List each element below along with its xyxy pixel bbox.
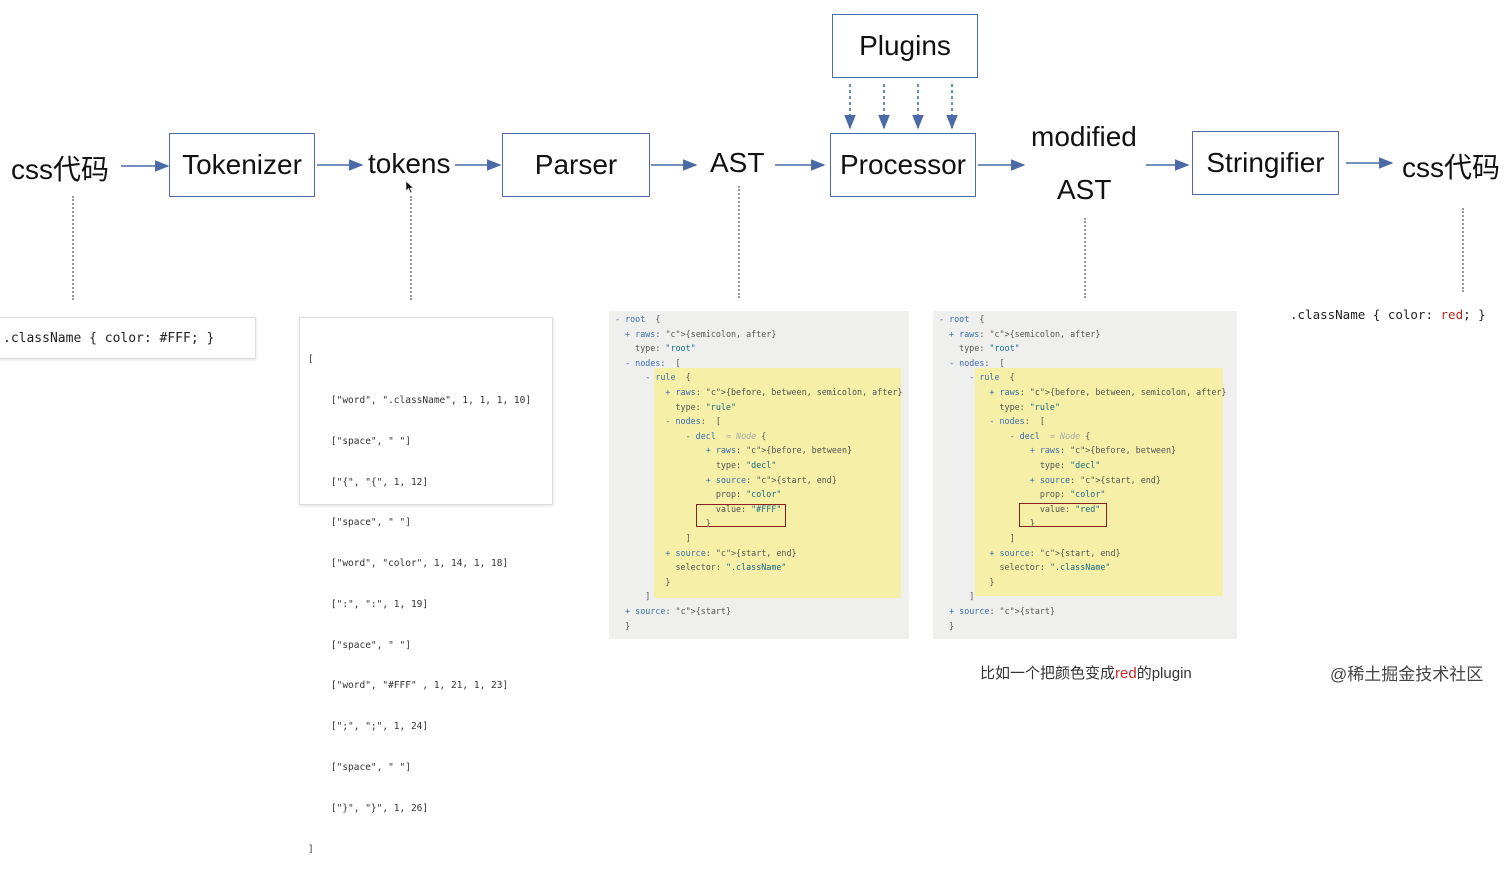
value-highlight-box xyxy=(696,504,786,527)
ast-line: - nodes: [ xyxy=(989,416,1045,427)
ast-line: type: "root" xyxy=(615,343,696,354)
caption-red: red xyxy=(1115,665,1137,682)
ast-line: prop: "color" xyxy=(615,489,782,500)
ast-line: ] xyxy=(615,591,651,602)
token-line: ["word", ".className", 1, 1, 1, 10] xyxy=(308,394,532,406)
token-line: ] xyxy=(308,843,314,855)
ast-line: type: "decl" xyxy=(939,460,1101,470)
ast-modified-panel: - root { + raws: "c">{semicolon, after} … xyxy=(933,311,1237,639)
flow-arrows xyxy=(121,84,1394,172)
plugin-caption: 比如一个把颜色变成red的plugin xyxy=(980,662,1192,683)
ast-line: - rule { xyxy=(969,372,1015,383)
ast-line: + source: "c">{start, end} xyxy=(1029,474,1161,485)
ast-line: + raws: "c">{before, between, semicolon,… xyxy=(665,387,903,397)
ast-line: - nodes: [ xyxy=(949,357,1005,368)
output-code: .className { color: red; } xyxy=(1290,307,1486,322)
value-highlight-box xyxy=(1019,503,1107,527)
ast-rule-highlight xyxy=(975,368,1223,596)
ast-line: + source: "c">{start} xyxy=(625,606,732,616)
ast-line: value: "red" xyxy=(939,503,1101,514)
ast-line: ] xyxy=(615,533,691,543)
token-line: [":", ":", 1, 19] xyxy=(308,598,429,610)
token-line: ["{", "{", 1, 12] xyxy=(308,476,429,488)
ast-line: - root { xyxy=(615,314,661,324)
watermark: @稀土掘金技术社区 xyxy=(1330,665,1484,684)
tokenizer-node: Tokenizer xyxy=(169,133,315,197)
caption-suffix: 的plugin xyxy=(1136,665,1192,682)
ast-line: type: "root" xyxy=(939,343,1020,354)
connector-ast xyxy=(738,186,740,298)
ast-line: } xyxy=(615,620,631,631)
ast-line: value: "#FFF" xyxy=(615,503,782,514)
stringifier-node: Stringifier xyxy=(1192,131,1339,195)
output-code-suffix: ; } xyxy=(1463,307,1486,322)
mouse-cursor-icon xyxy=(405,180,415,194)
token-line: ["word", "#FFF" , 1, 21, 1, 23] xyxy=(308,680,509,692)
modified-ast-label-line1: modified xyxy=(1031,121,1137,152)
connector-modified-ast xyxy=(1084,218,1086,298)
ast-line: + raws: "c">{semicolon, after} xyxy=(949,328,1101,339)
tokens-card: [ ["word", ".className", 1, 1, 1, 10] ["… xyxy=(299,317,553,855)
ast-line: + raws: "c">{before, between, semicolon,… xyxy=(989,387,1227,397)
ast-line: - rule { xyxy=(645,372,691,383)
ast-line: } xyxy=(939,518,1035,529)
connector-output xyxy=(1462,208,1464,292)
ast-line: type: "rule" xyxy=(939,401,1061,412)
token-line: ["space", " "] xyxy=(308,517,411,529)
ast-line: } xyxy=(939,620,955,631)
css-input-label: css代码 xyxy=(11,154,110,185)
input-code-card: .className { color: #FFF; } xyxy=(0,317,256,359)
parser-node: Parser xyxy=(502,133,650,197)
ast-line: ] xyxy=(939,533,1015,543)
token-line: ["word", "color", 1, 14, 1, 18] xyxy=(308,558,509,570)
ast-line: + source: "c">{start} xyxy=(949,606,1056,616)
ast-line: - nodes: [ xyxy=(665,416,721,427)
modified-ast-label-line2: AST xyxy=(1057,174,1112,205)
token-line: [";", ";", 1, 24] xyxy=(308,721,429,733)
ast-line: } xyxy=(939,576,995,587)
ast-line: - decl = Node { xyxy=(685,430,767,441)
caption-prefix: 比如一个把颜色变成 xyxy=(980,665,1116,682)
output-code-prefix: .className { color: xyxy=(1290,307,1441,322)
ast-label: AST xyxy=(710,147,765,178)
ast-original-panel: - root { + raws: "c">{semicolon, after} … xyxy=(609,311,909,639)
connector-tokens xyxy=(410,196,412,300)
ast-line: + source: "c">{start, end} xyxy=(665,547,797,558)
tokens-label: tokens xyxy=(368,148,451,179)
ast-line: type: "rule" xyxy=(615,401,737,412)
token-line: ["}", "}", 1, 26] xyxy=(308,802,429,814)
token-line: ["space", " "] xyxy=(308,435,411,447)
ast-line: - decl = Node { xyxy=(1009,430,1091,441)
ast-line: + source: "c">{start, end} xyxy=(989,547,1121,558)
ast-line: + source: "c">{start, end} xyxy=(705,474,837,485)
ast-line: type: "decl" xyxy=(615,460,777,470)
plugins-node: Plugins xyxy=(832,14,978,78)
ast-line: ] xyxy=(939,591,975,602)
input-code-text: .className { color: #FFF; } xyxy=(3,330,215,346)
ast-line: selector: ".className" xyxy=(939,562,1111,573)
ast-line: prop: "color" xyxy=(939,489,1106,500)
token-line: ["space", " "] xyxy=(308,639,411,651)
ast-line: - nodes: [ xyxy=(625,357,681,368)
ast-line: + raws: "c">{before, between} xyxy=(705,445,853,456)
output-code-red: red xyxy=(1440,307,1464,322)
token-line: [ xyxy=(308,354,314,366)
ast-line: } xyxy=(615,518,711,529)
ast-line: + raws: "c">{semicolon, after} xyxy=(625,328,777,339)
token-line: ["space", " "] xyxy=(308,762,411,773)
ast-line: selector: ".className" xyxy=(615,562,787,573)
connector-input xyxy=(72,196,74,300)
ast-line: } xyxy=(615,576,671,587)
processor-node: Processor xyxy=(830,133,976,197)
ast-line: - root { xyxy=(939,314,985,324)
css-output-label: css代码 xyxy=(1402,152,1501,183)
ast-rule-highlight xyxy=(654,368,901,598)
ast-line: + raws: "c">{before, between} xyxy=(1029,445,1177,456)
